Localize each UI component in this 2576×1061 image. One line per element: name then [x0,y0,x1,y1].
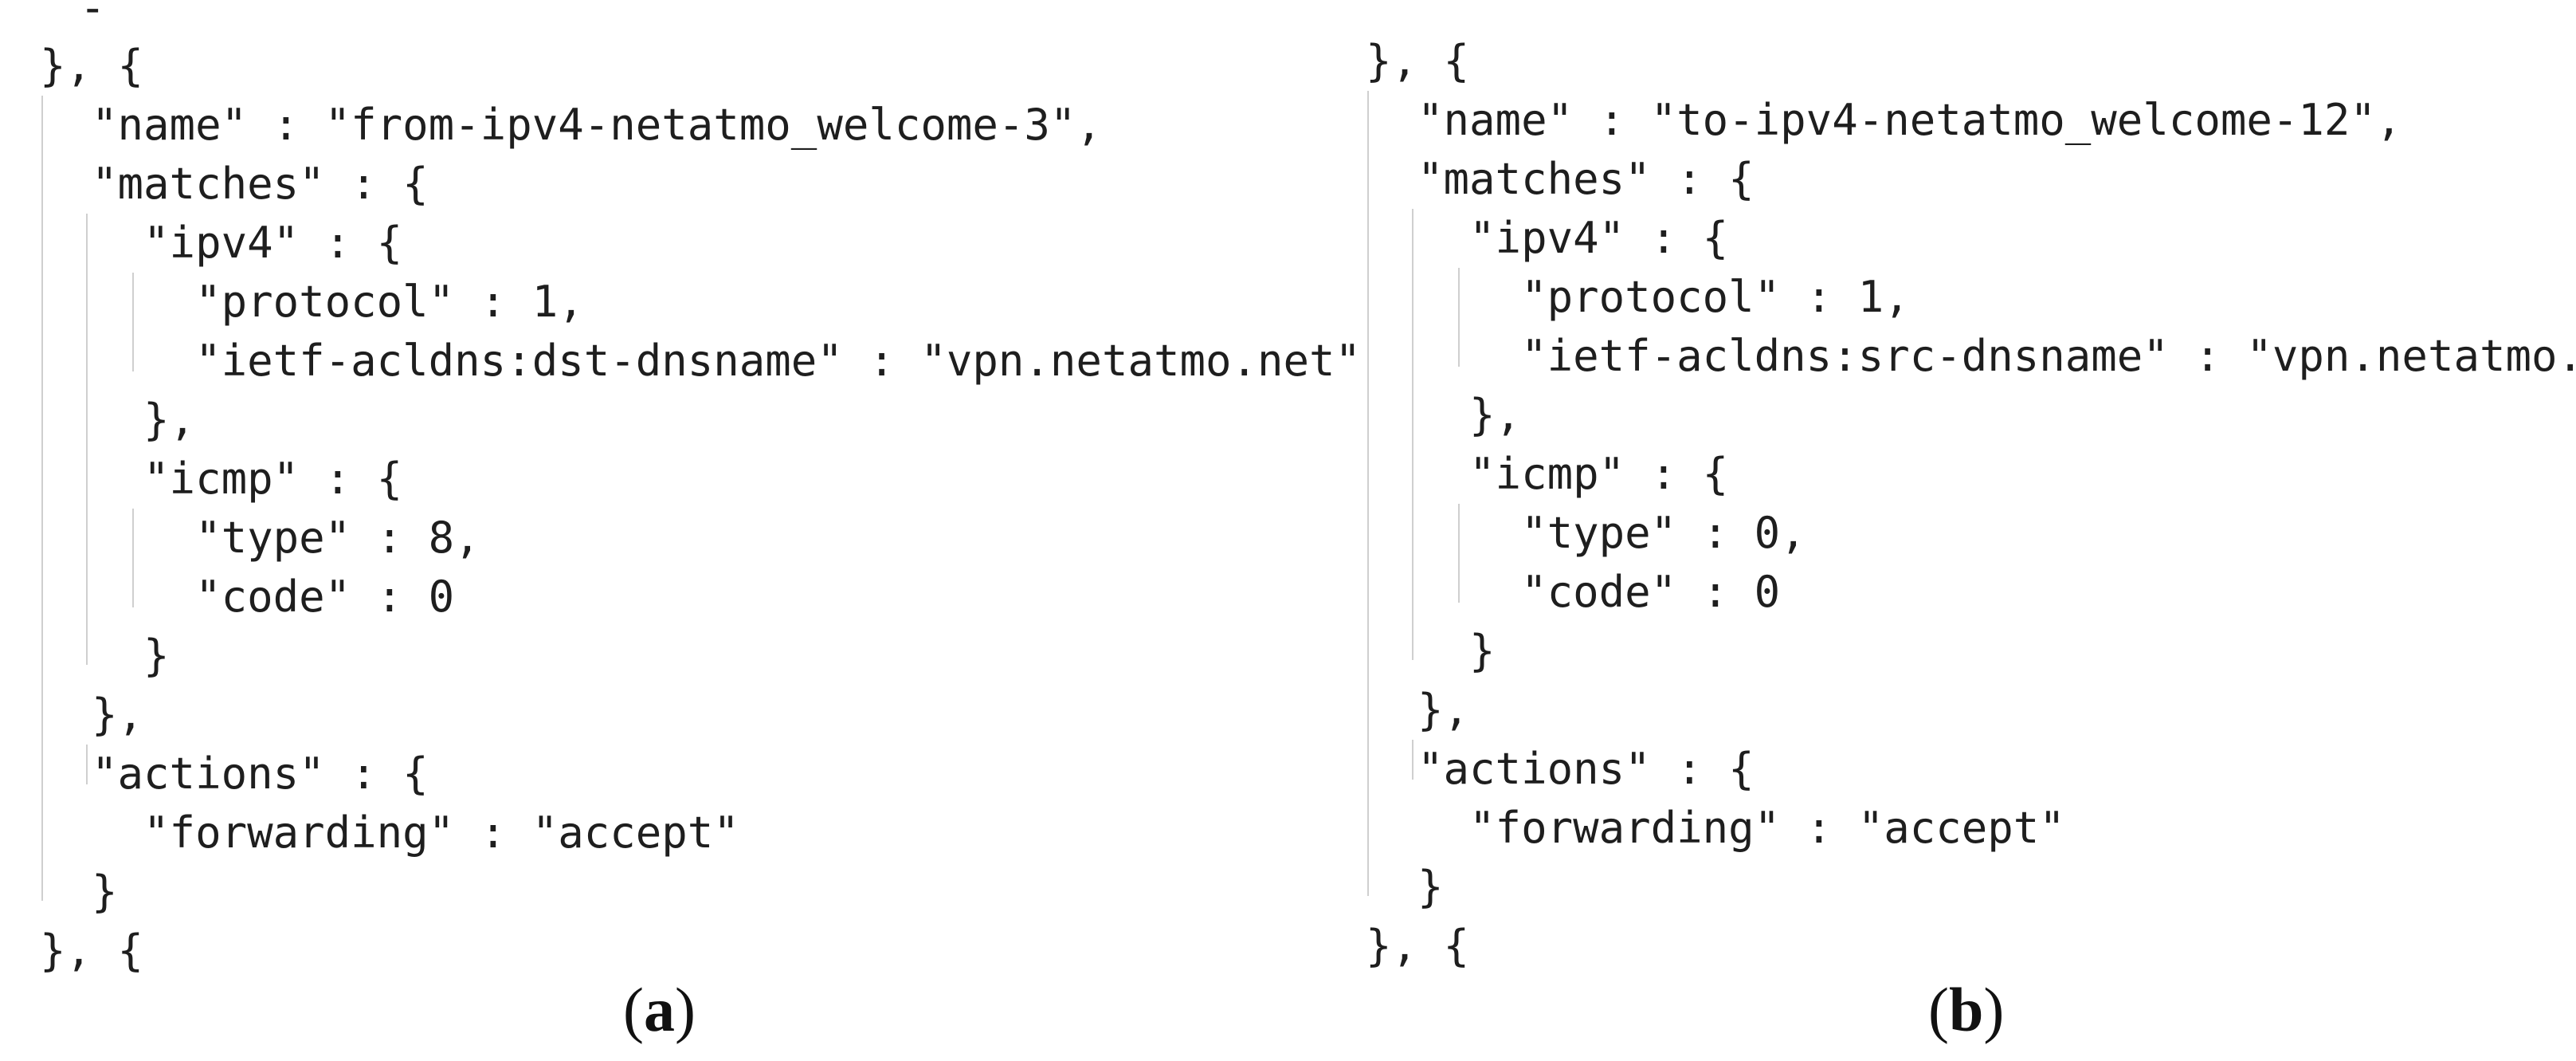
caption-paren-close: ) [1983,975,2005,1044]
indent-guide [132,509,134,607]
code-line: } [1366,862,1444,912]
indent-guide [1367,91,1369,896]
indent-guide [41,96,43,901]
caption-letter: a [643,975,675,1044]
code-line: "matches" : { [1366,154,1755,204]
code-line: "icmp" : { [1366,449,1729,499]
code-line: "ipv4" : { [1366,213,1729,263]
indent-guide [1458,268,1460,367]
code-line: "protocol" : 1, [40,277,584,327]
code-line: } [40,631,170,681]
indent-guide [1458,504,1460,603]
code-line: }, { [40,41,144,91]
caption-b: (b) [1928,974,2004,1046]
code-line: } [40,866,118,917]
code-line: "code" : 0 [40,572,455,622]
code-line: "actions" : { [1366,744,1755,794]
code-line: "ietf-acldns:src-dnsname" : "vpn.netatmo… [1366,331,2576,381]
indent-guide [132,273,134,371]
code-line: "type" : 0, [1366,508,1806,558]
code-line: }, { [1366,36,1470,86]
code-line: } [1366,626,1496,676]
indent-guide [1412,740,1413,780]
code-line: "forwarding" : "accept" [1366,803,2065,853]
code-line: "ietf-acldns:dst-dnsname" : "vpn.netatmo… [40,336,1362,386]
code-line: }, [1366,390,1522,440]
panel-a: - }, { "name" : "from-ipv4-netatmo_welco… [40,0,1361,1046]
panel-b: }, { "name" : "to-ipv4-netatmo_welcome-1… [1347,0,2576,1061]
code-line: }, [40,395,196,445]
cut-off-line: - [80,0,106,16]
indent-guide [86,214,88,665]
caption-paren-open: ( [1928,975,1949,1044]
code-line: "protocol" : 1, [1366,272,1910,322]
code-line: "type" : 8, [40,513,480,563]
code-line: }, { [40,925,144,976]
code-line: }, { [1366,921,1470,971]
code-line: "actions" : { [40,749,429,799]
caption-paren-open: ( [623,975,644,1044]
code-line: "code" : 0 [1366,567,1781,617]
code-line: "icmp" : { [40,454,403,504]
caption-paren-close: ) [674,975,696,1044]
code-line: "forwarding" : "accept" [40,808,739,858]
code-line: }, [40,690,144,740]
code-line: "name" : "to-ipv4-netatmo_welcome-12", [1366,95,2402,145]
caption-letter: b [1948,975,1984,1044]
code-line: "matches" : { [40,159,429,209]
caption-a: (a) [623,974,696,1046]
indent-guide [86,745,88,784]
indent-guide [1412,209,1413,660]
code-line: "name" : "from-ipv4-netatmo_welcome-3", [40,100,1102,150]
code-line: "ipv4" : { [40,218,403,268]
code-line: }, [1366,685,1470,735]
